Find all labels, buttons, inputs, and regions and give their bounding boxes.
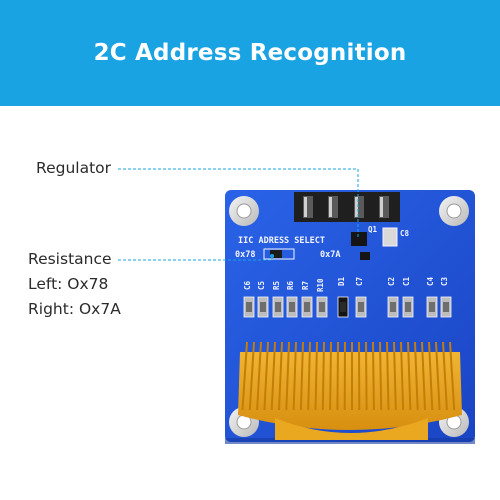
r10-silk: R10 [316, 278, 325, 292]
right-address-label: Right: Ox7A [28, 300, 121, 318]
q1-silk: Q1 [368, 225, 378, 234]
smd-component-body [260, 302, 266, 312]
c7-silk: C7 [355, 277, 364, 286]
fpc-trace [285, 341, 290, 411]
fpc-trace [400, 341, 405, 411]
left-component-labels: C6 C5 R5 R6 R7 R10 [243, 278, 325, 292]
smd-component-body [443, 302, 449, 312]
c5-silk: C5 [257, 281, 266, 290]
regulator-leader-line [118, 168, 359, 238]
r6-silk: R6 [286, 280, 295, 290]
banner-title: 2C Address Recognition [93, 40, 407, 66]
address-resistor [270, 250, 282, 258]
fpc-trace [414, 341, 419, 411]
fpc-trace [314, 341, 318, 411]
fpc-trace [292, 341, 297, 411]
fpc-trace [386, 341, 390, 411]
header-pins [294, 192, 400, 222]
fpc-ribbon [238, 352, 462, 430]
r5-silk: R5 [272, 281, 281, 290]
regulator-callout-label: Regulator [36, 159, 112, 177]
fpc-trace [241, 341, 248, 411]
small-component [360, 252, 370, 260]
fpc-bottom [275, 418, 428, 440]
fpc-trace [393, 341, 397, 411]
fpc-trace [278, 341, 283, 411]
fpc-trace [407, 341, 412, 411]
smd-component-body [390, 302, 396, 312]
fpc-traces [241, 341, 456, 411]
c6-silk: C6 [243, 280, 252, 290]
c3-silk: C3 [440, 276, 449, 286]
fpc-trace [307, 341, 311, 411]
address-resistor-pad [263, 248, 295, 260]
c4-silk: C4 [426, 276, 435, 286]
mounting-hole-top-right [439, 196, 469, 226]
fpc-trace [428, 341, 434, 411]
smd-component-body [304, 302, 310, 312]
fpc-trace [379, 341, 383, 411]
smd-component-body [289, 302, 295, 312]
fpc-trace [435, 341, 441, 411]
header-banner: 2C Address Recognition [0, 0, 500, 106]
mounting-hole-top-left [229, 196, 259, 226]
fpc-trace [372, 341, 375, 411]
smd-component-body [275, 302, 281, 312]
fpc-trace [321, 341, 325, 411]
c8-capacitor [382, 227, 398, 247]
resistance-callout-label: Resistance [28, 250, 112, 268]
address-select-silk: IIC ADRESS SELECT [238, 236, 325, 246]
fpc-trace [336, 341, 339, 411]
pcb-board-shadow [225, 438, 475, 444]
fpc-trace [248, 341, 255, 411]
smd-component-body [319, 302, 325, 312]
fpc-trace [299, 341, 304, 411]
addr-left-silk: 0x78 [235, 250, 255, 260]
fpc-trace [421, 341, 426, 411]
c1-silk: C1 [402, 276, 411, 286]
addr-right-silk: 0x7A [320, 250, 340, 260]
c2-silk: C2 [387, 277, 396, 286]
smd-components [243, 296, 452, 318]
smd-component-body [429, 302, 435, 312]
fpc-trace [365, 341, 368, 411]
fpc-trace [270, 341, 276, 411]
smd-component-body [340, 302, 346, 312]
regulator-chip [351, 232, 367, 246]
left-address-label: Left: Ox78 [28, 275, 109, 293]
d1-silk: D1 [337, 276, 346, 286]
fpc-trace [256, 341, 262, 411]
smd-component-body [246, 302, 252, 312]
c8-silk: C8 [400, 229, 410, 238]
smd-component-body [358, 302, 364, 312]
fpc-trace [449, 341, 456, 411]
resistance-leader-dot [270, 254, 274, 258]
fpc-trace [329, 341, 332, 411]
r7-silk: R7 [301, 281, 310, 290]
fpc-trace [263, 341, 269, 411]
fpc-trace [442, 341, 448, 411]
smd-component-body [405, 302, 411, 312]
